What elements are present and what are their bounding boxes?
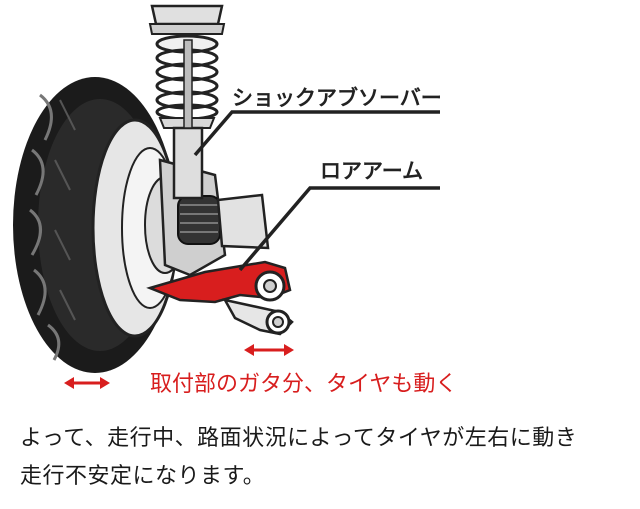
- leader-lines: [193, 110, 440, 272]
- double-arrow-icon: [244, 344, 294, 356]
- tire: [13, 77, 186, 373]
- shock-absorber-label: ショックアブソーバー: [232, 86, 442, 110]
- double-arrow-icon: [64, 377, 110, 389]
- body-text: よって、走行中、路面状況によってタイヤが左右に動き 走行不安定になります。: [20, 420, 630, 496]
- suspension-diagram: ショックアブソーバー ロアアーム 取付部のガタ分、タイヤも動く: [13, 4, 457, 397]
- lower-arm-label: ロアアーム: [320, 159, 423, 183]
- body-text-line: よって、走行中、路面状況によってタイヤが左右に動き: [20, 426, 578, 451]
- shock-absorber: [148, 4, 226, 200]
- body-text-line: 走行不安定になります。: [20, 464, 266, 489]
- movement-caption: 取付部のガタ分、タイヤも動く: [150, 372, 457, 397]
- lower-arm: [146, 260, 294, 336]
